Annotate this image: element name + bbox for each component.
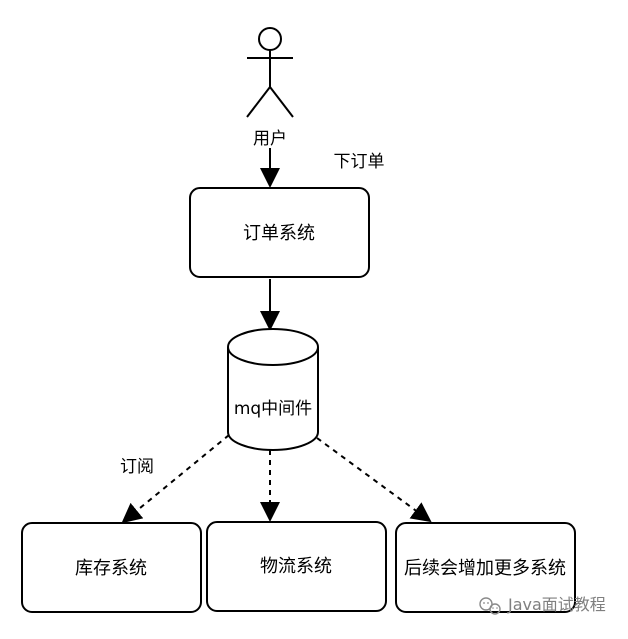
- logistics-system-box: 物流系统: [206, 521, 387, 612]
- order-system-label: 订单系统: [243, 223, 315, 244]
- edge-mq-to-inventory: [121, 434, 230, 524]
- wechat-icon: [479, 597, 501, 615]
- mq-cylinder-top: [227, 328, 319, 366]
- watermark: Java面试教程: [479, 595, 606, 615]
- inventory-system-box: 库存系统: [21, 522, 202, 613]
- edge-mq-to-more-systems: [316, 437, 432, 523]
- logistics-system-label: 物流系统: [260, 556, 332, 577]
- mq-label: mq中间件: [234, 399, 312, 419]
- user-actor-left-leg: [246, 86, 271, 118]
- mq-cylinder: mq中间件: [227, 328, 319, 451]
- order-system-box: 订单系统: [189, 187, 370, 278]
- inventory-system-label: 库存系统: [75, 558, 147, 579]
- order-system-rect: [189, 187, 370, 278]
- user-actor-head: [258, 27, 282, 51]
- user-actor-right-leg: [269, 86, 294, 118]
- watermark-text: Java面试教程: [507, 595, 606, 614]
- more-systems-box: 后续会增加更多系统: [395, 522, 576, 613]
- user-actor-label: 用户: [253, 129, 287, 149]
- user-actor: 用户: [246, 27, 294, 149]
- edge-subscribe-label: 订阅: [120, 457, 154, 477]
- more-systems-label: 后续会增加更多系统: [404, 558, 566, 579]
- inventory-system-rect: [21, 522, 202, 613]
- logistics-system-rect: [206, 521, 387, 612]
- edge-user-to-order: 下订单: [260, 148, 385, 188]
- edge-place-order-label: 下订单: [334, 152, 385, 172]
- mq-cylinder-body: [227, 347, 319, 451]
- more-systems-rect: [395, 522, 576, 613]
